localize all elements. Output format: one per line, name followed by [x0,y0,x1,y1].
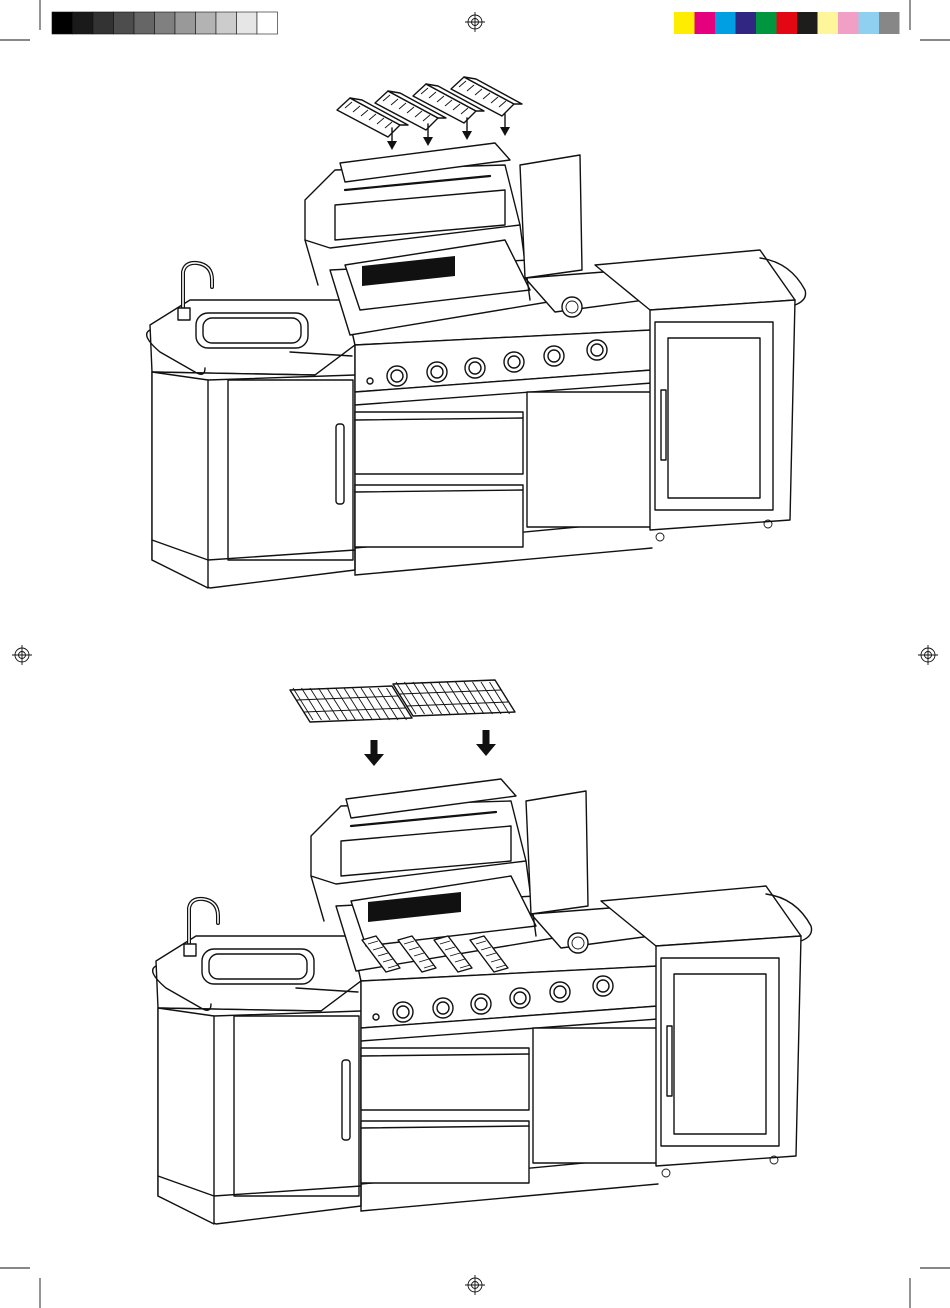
gray-swatch [257,12,278,34]
down-arrow [500,114,510,136]
color-swatch [695,12,716,34]
color-swatch [838,12,859,34]
down-arrow [364,740,384,766]
color-swatch [756,12,777,34]
color-swatch [715,12,736,34]
color-swatch [777,12,798,34]
gray-swatch [237,12,258,34]
outdoor-kitchen-step-2 [153,779,812,1224]
color-swatch [736,12,757,34]
color-bar-cmyk [674,12,900,34]
gray-swatch [93,12,114,34]
registration-mark-right [918,645,938,665]
registration-mark-top [465,12,485,32]
cooking-grate [393,680,515,716]
install-arrows-step-2 [364,730,496,766]
cooking-grate [290,686,412,722]
registration-mark-left [12,645,32,665]
color-bar-grayscale [52,12,278,34]
color-swatch [797,12,818,34]
gray-swatch [52,12,73,34]
cooking-grate-parts [290,680,515,722]
flame-tamer-parts [337,77,522,137]
gray-swatch [73,12,94,34]
outdoor-kitchen-step-1 [147,143,806,588]
registration-mark-bottom [465,1275,485,1295]
gray-swatch [175,12,196,34]
down-arrow [476,730,496,756]
color-swatch [674,12,695,34]
gray-swatch [216,12,237,34]
step-2-illustration [153,680,812,1224]
color-swatch [818,12,839,34]
gray-swatch [114,12,135,34]
gray-swatch [134,12,155,34]
step-1-illustration [147,77,806,588]
gray-swatch [155,12,176,34]
color-swatch [879,12,900,34]
gray-swatch [196,12,217,34]
color-swatch [859,12,880,34]
